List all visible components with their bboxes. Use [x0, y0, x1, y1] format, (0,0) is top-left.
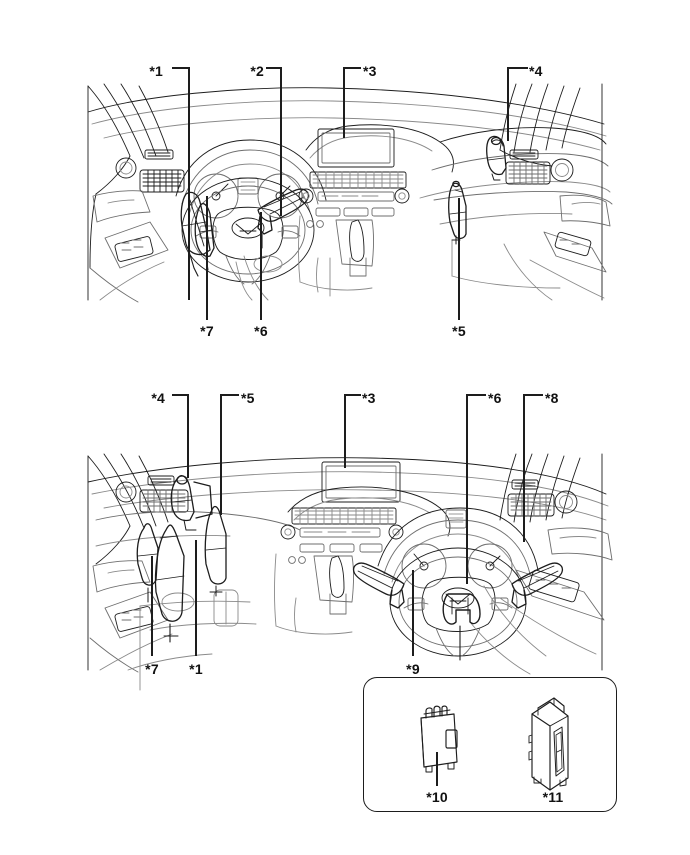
leader-c5-vertical — [458, 198, 460, 320]
leader-d8-horizontal — [523, 394, 543, 396]
callout-label-1-lower: *1 — [189, 661, 203, 677]
callout-label-3: *3 — [363, 63, 377, 79]
leader-d4-vertical — [187, 394, 189, 478]
leader-d3-horizontal — [344, 394, 361, 396]
figure-right-hand-drive-interior: *4 *5 *3 *6 *8 *7 *1 *9 — [0, 370, 690, 855]
component-10-shape — [420, 705, 458, 773]
leader-d8-vertical — [523, 394, 525, 542]
callout-label-4-lower: *4 — [151, 390, 165, 406]
leader-c1-vertical — [188, 67, 190, 300]
callout-label-9-lower: *9 — [406, 661, 420, 677]
callout-label-3-lower: *3 — [362, 390, 376, 406]
callout-label-7: *7 — [200, 323, 214, 339]
figure-left-hand-drive-interior: *1 *2 *3 *4 *5 *6 *7 — [0, 0, 690, 370]
callout-label-5: *5 — [452, 323, 466, 339]
detail-components-line-art — [420, 697, 569, 791]
leader-d6-horizontal — [466, 394, 486, 396]
leader-c7-vertical — [206, 196, 208, 320]
leader-d7-vertical — [151, 556, 153, 656]
callout-label-2: *2 — [250, 63, 264, 79]
callout-label-6-lower: *6 — [488, 390, 502, 406]
leader-c6-vertical — [260, 212, 262, 320]
callout-label-4: *4 — [529, 63, 543, 79]
leader-c3-horizontal — [343, 67, 361, 69]
callout-label-8-lower: *8 — [545, 390, 559, 406]
callout-label-5-lower: *5 — [241, 390, 255, 406]
leader-d9-vertical — [412, 570, 414, 656]
leader-c2-horizontal — [266, 67, 282, 69]
leader-c3-vertical — [343, 67, 345, 138]
callout-label-1: *1 — [149, 63, 163, 79]
leader-d5-vertical — [220, 394, 222, 515]
leader-d5-horizontal — [220, 394, 239, 396]
detail-components-box — [363, 677, 617, 812]
leader-d3-vertical — [344, 394, 346, 468]
lhd-interior-line-art — [87, 83, 613, 303]
leader-d1-vertical — [195, 540, 197, 656]
leader-c4-horizontal — [507, 67, 528, 69]
leader-c4-vertical — [507, 67, 509, 141]
rhd-interior-line-art — [87, 453, 613, 691]
leader-p10-vertical — [436, 752, 438, 786]
leader-c2-vertical — [280, 67, 282, 216]
callout-label-10: *10 — [426, 789, 448, 805]
callout-label-6: *6 — [254, 323, 268, 339]
leader-c1-horizontal — [172, 67, 190, 69]
leader-d6-vertical — [466, 394, 468, 584]
callout-label-11: *11 — [542, 789, 564, 805]
callout-label-7-lower: *7 — [145, 661, 159, 677]
leader-d4-horizontal — [172, 394, 189, 396]
component-11-shape — [528, 697, 569, 791]
